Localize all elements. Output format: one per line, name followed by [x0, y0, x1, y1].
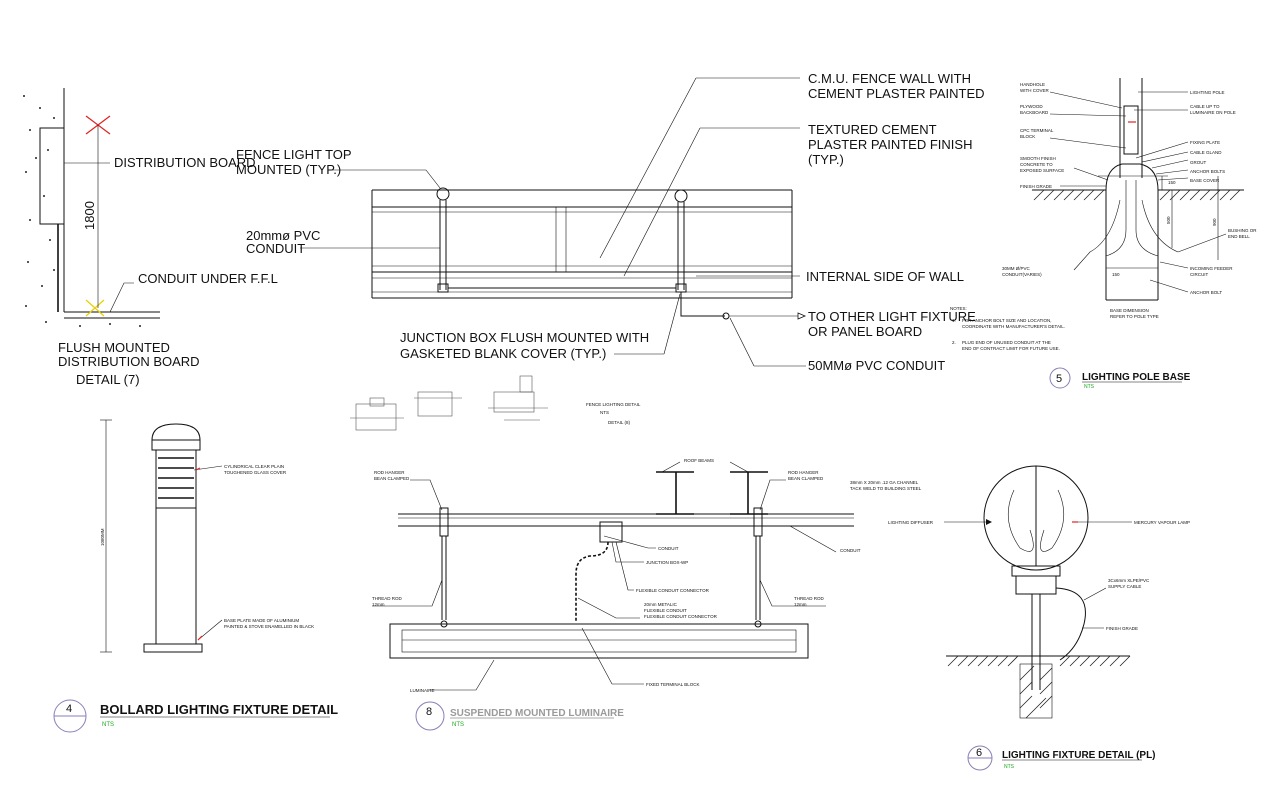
label-pvc-2: CONDUIT — [246, 241, 305, 256]
detail-4-title: BOLLARD LIGHTING FIXTURE DETAIL — [100, 702, 338, 717]
label-flex-connector: FLEXIBLE CONDUIT CONNECTOR — [636, 588, 710, 593]
detail-8-title: SUSPENDED MOUNTED LUMINAIRE — [450, 708, 624, 719]
detail-5-number: 5 — [1056, 373, 1062, 385]
detail-6-title: LIGHTING FIXTURE DETAIL (PL) — [1002, 750, 1156, 761]
small-fence-detail: DETAIL (8) — [608, 420, 631, 425]
detail-5-title: LIGHTING POLE BASE — [1082, 372, 1191, 383]
label-textured-3: (TYP.) — [808, 152, 844, 167]
detail-8-nts: NTS — [452, 722, 464, 728]
fixture-pit-hatch — [1019, 665, 1053, 719]
label-terminal-block: FIXED TERMINAL BLOCK — [646, 682, 700, 687]
wall-hatch — [23, 95, 141, 327]
detail-7-distribution-board: 1800 DISTRIBUTION BOARD CONDUIT UNDER F.… — [23, 88, 278, 387]
label-lighting-diffuser: LIGHTING DIFFUSER — [888, 520, 934, 525]
caption-flush-mounted: FLUSH MOUNTED — [58, 340, 170, 355]
label-textured-2: PLASTER PAINTED FINISH — [808, 137, 972, 152]
dim-1080mm: 1080MM — [100, 528, 105, 546]
label-base-cover: BASE COVER — [1190, 178, 1220, 183]
small-fence-title: FENCE LIGHTING DETAIL — [586, 402, 641, 407]
fence-lighting-detail: C.M.U. FENCE WALL WITH CEMENT PLASTER PA… — [236, 71, 985, 373]
label-fence-light-1: FENCE LIGHT TOP — [236, 147, 352, 162]
label-cmu-fence-1: C.M.U. FENCE WALL WITH — [808, 71, 971, 86]
label-cable-gland: CABLE GLAND — [1190, 150, 1222, 155]
dim-150-bottom: 150 — [1112, 272, 1120, 277]
label-pvc-1: 20mmø PVC — [246, 228, 320, 243]
small-fence-nts: NTS — [600, 410, 609, 415]
label-conduit-under-ffl: CONDUIT UNDER F.F.L — [138, 271, 278, 286]
label-mercury-lamp: MERCURY VAPOUR LAMP — [1134, 520, 1190, 525]
label-fixture-finish-grade: FINISH GRADE — [1106, 626, 1138, 631]
label-anchor-bolt: ANCHOR BOLT — [1190, 290, 1222, 295]
dimension-1800: 1800 — [82, 201, 97, 230]
note-1-number: 1. — [952, 318, 956, 323]
label-junction-1: JUNCTION BOX FLUSH MOUNTED WITH — [400, 330, 649, 345]
label-grout: GROUT — [1190, 160, 1207, 165]
label-junction-2: GASKETED BLANK COVER (TYP.) — [400, 346, 606, 361]
dim-150-top: 150 — [1168, 180, 1176, 185]
label-other-light-1: TO OTHER LIGHT FIXTURE — [808, 309, 976, 324]
label-textured-1: TEXTURED CEMENT — [808, 122, 937, 137]
label-cmu-fence-2: CEMENT PLASTER PAINTED — [808, 86, 985, 101]
note-1: FOR ANCHOR BOLT SIZE AND LOCATION,COORDI… — [962, 318, 1065, 329]
label-conduit-b: CONDUIT — [840, 548, 861, 553]
detail-5-nts: NTS — [1084, 384, 1095, 390]
label-finish-grade: FINISH GRADE — [1020, 184, 1052, 189]
detail-6-nts: NTS — [1004, 764, 1015, 770]
dim-900: 900 — [1212, 218, 1217, 226]
label-fixing-plate: FIXING PLATE — [1190, 140, 1220, 145]
small-section-details: FENCE LIGHTING DETAIL NTS DETAIL (8) — [350, 375, 641, 431]
bollard-louvres — [158, 457, 194, 499]
note-2-number: 2. — [952, 340, 956, 345]
label-other-light-2: OR PANEL BOARD — [808, 324, 922, 339]
detail-6-lighting-fixture: LIGHTING DIFFUSER MERCURY VAPOUR LAMP 3C… — [888, 465, 1190, 771]
notes-title: NOTES: — [950, 306, 967, 311]
label-fence-light-2: MOUNTED (TYP.) — [236, 162, 341, 177]
label-conduit-50: 50MMø PVC CONDUIT — [808, 358, 945, 373]
label-distribution-board: DISTRIBUTION BOARD — [114, 155, 256, 170]
label-anchor-bolts: ANCHOR BOLTS — [1190, 169, 1225, 174]
detail-4-nts: NTS — [102, 722, 114, 728]
detail-6-number: 6 — [976, 747, 982, 759]
label-internal-side: INTERNAL SIDE OF WALL — [806, 269, 964, 284]
detail-8-number: 8 — [426, 706, 432, 718]
label-conduit-a: CONDUIT — [658, 546, 679, 551]
caption-detail-7: DETAIL (7) — [76, 372, 140, 387]
label-junction-box: JUNCTION BOX-WP — [646, 560, 688, 565]
label-lighting-pole: LIGHTING POLE — [1190, 90, 1225, 95]
label-luminaire: LUMINAIRE — [410, 688, 435, 693]
detail-4-number: 4 — [66, 703, 72, 715]
caption-distribution-board: DISTRIBUTION BOARD — [58, 354, 200, 369]
label-roof-beams: ROOF BEAMS — [684, 458, 714, 463]
dim-500: 500 — [1166, 216, 1171, 224]
fixture-grade-hatch — [947, 655, 1131, 667]
grade-hatch — [1033, 189, 1241, 201]
